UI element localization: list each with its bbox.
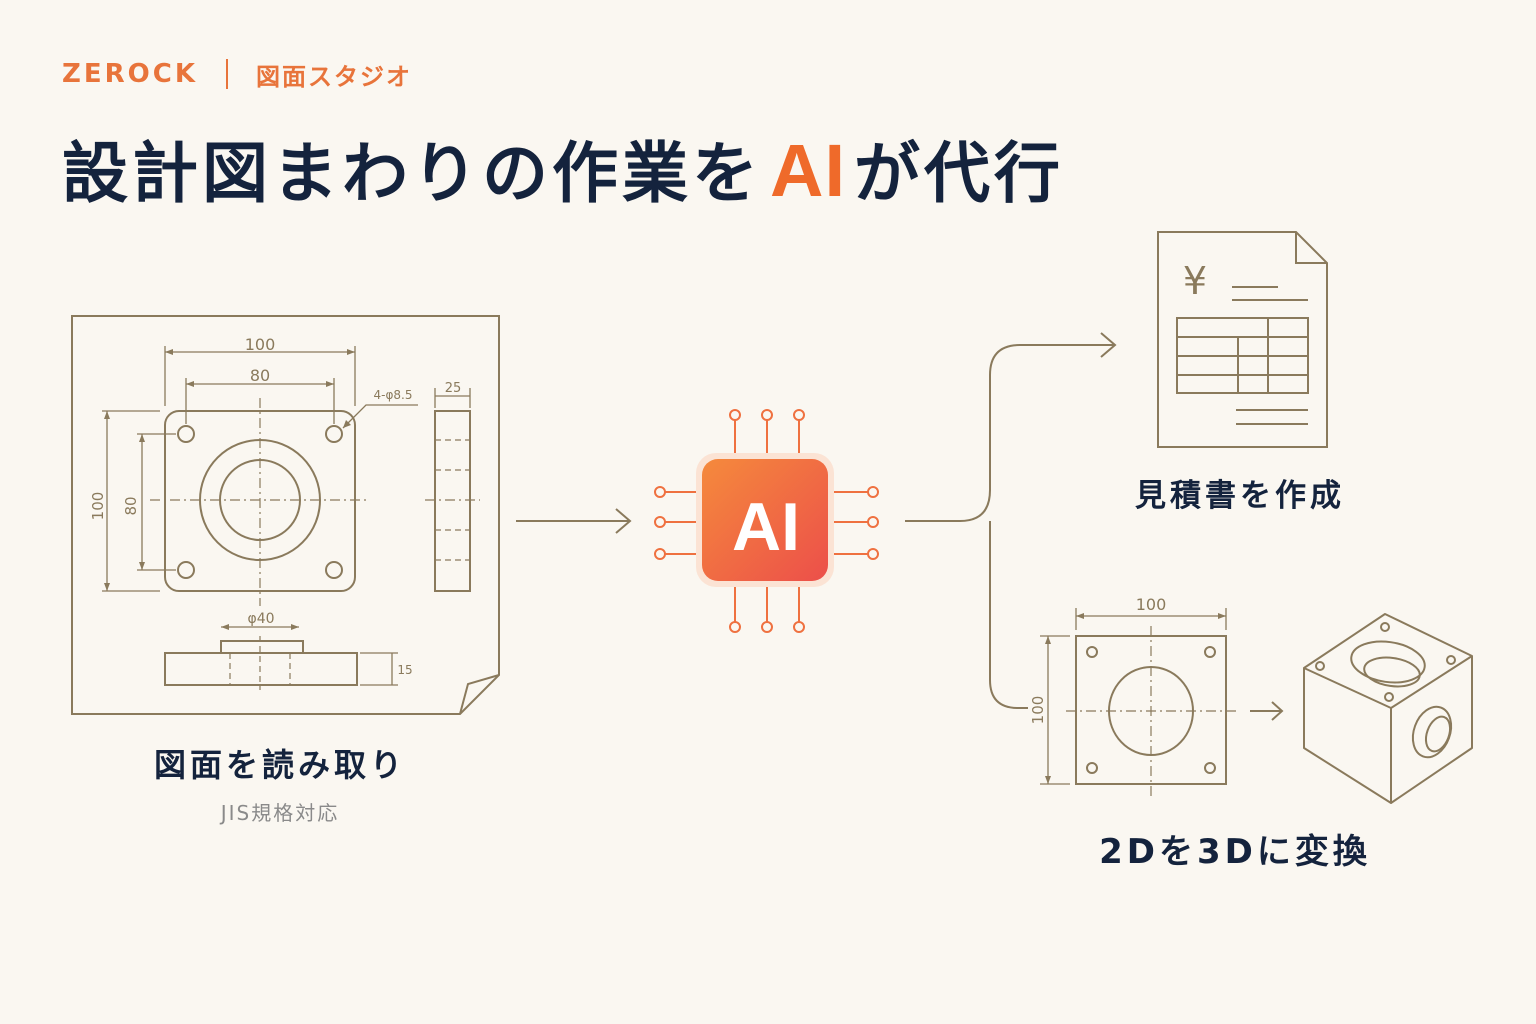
quote-document-icon bbox=[1157, 231, 1328, 448]
dim-boss-diameter: φ40 bbox=[247, 611, 274, 627]
quote-label: 見積書を作成 bbox=[1135, 478, 1345, 514]
drawing-sheet-icon bbox=[71, 315, 500, 715]
title-text-start: 設計図まわりの作業を bbox=[62, 135, 762, 212]
output-2d-centerlines bbox=[1066, 626, 1236, 796]
ai-chip-pins bbox=[654, 409, 879, 633]
dim-inner-width: 80 bbox=[250, 366, 270, 385]
arrow-to-ai bbox=[516, 508, 632, 534]
bottom-view-hidden-lines bbox=[229, 636, 291, 690]
ai-chip-label: AI bbox=[732, 489, 800, 565]
side-view-drawing bbox=[434, 410, 471, 592]
output-2d-dimensions bbox=[1040, 608, 1227, 785]
dim-outer-width: 100 bbox=[245, 335, 276, 354]
input-sublabel: JIS規格対応 bbox=[220, 801, 340, 825]
3d-cube-icon bbox=[1303, 613, 1473, 804]
brand-divider bbox=[225, 59, 228, 89]
yen-icon: ¥ bbox=[1183, 259, 1207, 303]
output-dim-width: 100 bbox=[1136, 595, 1167, 614]
dim-side-thickness: 25 bbox=[445, 381, 462, 396]
dim-outer-height: 100 bbox=[89, 492, 107, 521]
ai-chip-core bbox=[702, 459, 828, 581]
dimension-arrowheads bbox=[104, 349, 355, 630]
dimension-lines bbox=[102, 346, 471, 686]
brand-name: ZEROCK bbox=[62, 59, 198, 89]
convert-label: 2Dを3Dに変換 bbox=[1099, 832, 1371, 872]
dim-holes: 4-φ8.5 bbox=[374, 388, 413, 402]
side-view-hidden-lines bbox=[435, 439, 470, 561]
dim-plate-thickness: 15 bbox=[397, 663, 412, 677]
branch-arrows bbox=[905, 332, 1117, 709]
dim-inner-height: 80 bbox=[122, 496, 140, 515]
title-accent: AI bbox=[770, 129, 846, 212]
output-2d-arrowheads bbox=[1045, 613, 1226, 784]
input-label: 図面を読み取り bbox=[153, 746, 406, 784]
product-name: 図面スタジオ bbox=[255, 62, 412, 91]
brand-header: ZEROCK 図面スタジオ bbox=[62, 56, 412, 92]
title-text-end: が代行 bbox=[854, 135, 1064, 212]
arrow-2d-to-3d bbox=[1250, 701, 1284, 721]
bottom-view-drawing bbox=[164, 640, 358, 686]
output-dim-height: 100 bbox=[1029, 696, 1047, 725]
